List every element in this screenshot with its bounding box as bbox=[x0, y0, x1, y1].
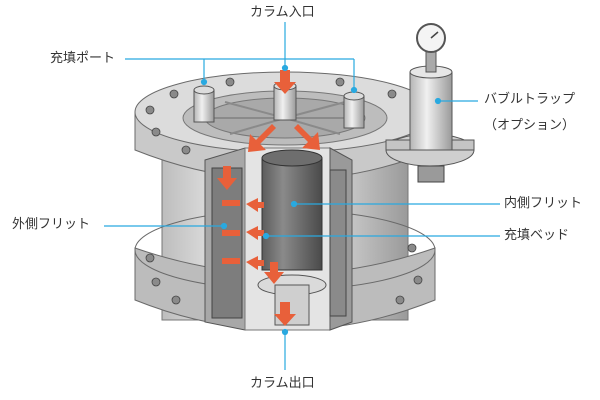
inlet-flow-arrow bbox=[274, 70, 296, 94]
outlet-flow-arrow bbox=[274, 302, 296, 326]
label-bubble-trap-option: （オプション） bbox=[484, 118, 576, 133]
label-packed-bed: 充填ベッド bbox=[504, 228, 570, 243]
distribution-arrow-left bbox=[248, 124, 276, 152]
flow-arrows bbox=[217, 70, 320, 326]
packing-port-right bbox=[343, 91, 365, 129]
label-bubble-trap: バブルトラップ bbox=[484, 92, 576, 107]
label-column-inlet: カラム入口 bbox=[250, 5, 315, 20]
label-packing-port: 充填ポート bbox=[50, 51, 116, 66]
bubble-trap bbox=[385, 23, 475, 183]
packing-port-left bbox=[193, 85, 215, 123]
collect-arrow bbox=[264, 262, 284, 284]
distribution-arrow-right bbox=[294, 124, 320, 150]
label-outer-frit: 外側フリット bbox=[12, 217, 91, 232]
down-flow-arrow bbox=[217, 166, 237, 190]
label-column-outlet: カラム出口 bbox=[250, 376, 315, 391]
label-inner-frit: 内側フリット bbox=[504, 196, 583, 211]
leader-lines bbox=[104, 22, 500, 370]
cutaway-interior bbox=[204, 147, 353, 331]
